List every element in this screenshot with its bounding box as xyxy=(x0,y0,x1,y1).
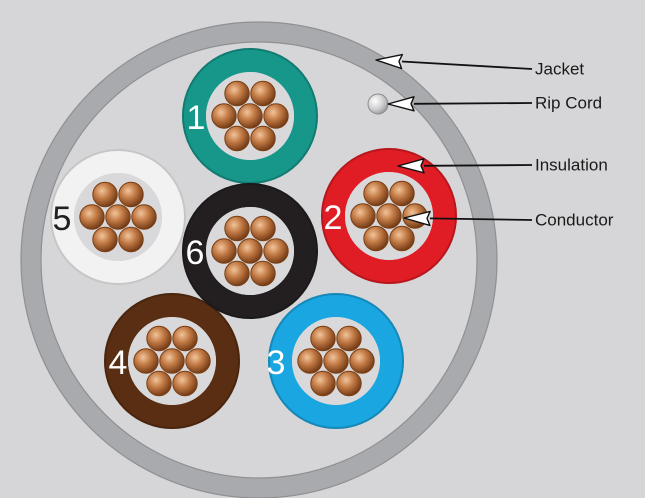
callout-insulation: Insulation xyxy=(397,156,608,175)
wire-3-strand xyxy=(323,348,349,374)
wire-1-strand xyxy=(250,80,276,107)
wire-2-strand xyxy=(363,180,389,207)
cable-jacket xyxy=(21,22,497,498)
callout-leader-line xyxy=(413,102,533,105)
callout-arrowhead xyxy=(375,53,404,70)
wire-3-strand xyxy=(336,370,362,397)
wire-1-strand xyxy=(263,103,289,129)
wire-2-strand xyxy=(376,203,402,229)
wire-1: 1 xyxy=(182,48,318,184)
wire-5-strand xyxy=(92,181,118,208)
callout-label: Jacket xyxy=(535,60,584,79)
wire-4-strand xyxy=(159,348,185,374)
wire-5-insulation xyxy=(50,149,186,285)
wire-4-number: 4 xyxy=(109,344,128,382)
callout-leader-line xyxy=(401,60,533,70)
callout-leader-line xyxy=(429,217,533,221)
wire-4-strand xyxy=(146,325,172,352)
jacket-inner-edge xyxy=(40,41,478,479)
wire-5-strand xyxy=(79,204,105,230)
wire-3-strand xyxy=(349,348,375,374)
wire-5-strand xyxy=(118,181,144,208)
wire-2-number: 2 xyxy=(324,199,343,237)
wire-2-strand xyxy=(350,203,376,229)
wire-6-number: 6 xyxy=(186,234,205,272)
wire-4-strand xyxy=(133,348,159,374)
wire-6-strand xyxy=(237,238,263,264)
wire-6-strand xyxy=(250,260,276,287)
wire-5-strand xyxy=(105,204,131,230)
wire-6-insulation xyxy=(182,183,318,319)
wire-5-insulation-edge xyxy=(50,149,186,285)
wire-3-insulation xyxy=(268,293,404,429)
wire-4-strand xyxy=(172,325,198,352)
wire-4-strand xyxy=(172,370,198,397)
wire-3-insulation-edge xyxy=(268,293,404,429)
wire-6-insulation-edge xyxy=(182,183,318,319)
wire-5: 5 xyxy=(50,149,186,285)
wire-5-strand xyxy=(131,204,157,230)
wire-5-number: 5 xyxy=(53,200,72,238)
wire-3-strand xyxy=(310,370,336,397)
wire-3-strand xyxy=(297,348,323,374)
wire-2-strand xyxy=(363,225,389,252)
wire-4-strand xyxy=(185,348,211,374)
callout-label: Conductor xyxy=(535,211,614,230)
wire-1-strand xyxy=(224,80,250,107)
wire-4-strand xyxy=(146,370,172,397)
wire-6-strand xyxy=(224,260,250,287)
callout-label: Rip Cord xyxy=(535,94,602,113)
callout-arrowhead xyxy=(397,158,425,174)
wire-1-insulation xyxy=(182,48,318,184)
callout-label: Insulation xyxy=(535,156,608,175)
wire-1-strand xyxy=(224,125,250,152)
wire-2-strand xyxy=(389,225,415,252)
wire-1-strand xyxy=(237,103,263,129)
wire-4-insulation xyxy=(104,293,240,429)
wire-4-insulation-edge xyxy=(104,293,240,429)
wire-5-strand xyxy=(118,226,144,253)
wire-6: 6 xyxy=(182,183,318,319)
wire-2-insulation xyxy=(321,148,457,284)
callout-conductor: Conductor xyxy=(403,210,614,230)
wire-6-strand xyxy=(250,215,276,242)
callout-leader-line xyxy=(423,164,533,167)
wire-6-strand xyxy=(263,238,289,264)
wire-6-strand xyxy=(224,215,250,242)
wire-4: 4 xyxy=(104,293,240,429)
wire-1-number: 1 xyxy=(187,99,206,137)
jacket-outer-edge xyxy=(20,21,498,498)
rip-cord xyxy=(367,93,389,115)
wire-3: 3 xyxy=(267,293,404,429)
wires-layer: 1 2 3 4 5 6 xyxy=(50,48,457,429)
wire-3-number: 3 xyxy=(267,344,286,382)
wire-2: 2 xyxy=(321,148,457,284)
wire-3-strand xyxy=(310,325,336,352)
wire-6-strand xyxy=(211,238,237,264)
callout-rip-cord: Rip Cord xyxy=(387,94,602,113)
wire-2-insulation-edge xyxy=(321,148,457,284)
callout-arrowhead xyxy=(387,96,415,112)
callout-jacket: Jacket xyxy=(375,53,584,79)
wire-3-strand xyxy=(336,325,362,352)
wire-1-strand xyxy=(211,103,237,129)
wire-1-strand xyxy=(250,125,276,152)
wire-2-strand xyxy=(389,180,415,207)
wire-5-strand xyxy=(92,226,118,253)
callout-arrowhead xyxy=(403,210,431,227)
